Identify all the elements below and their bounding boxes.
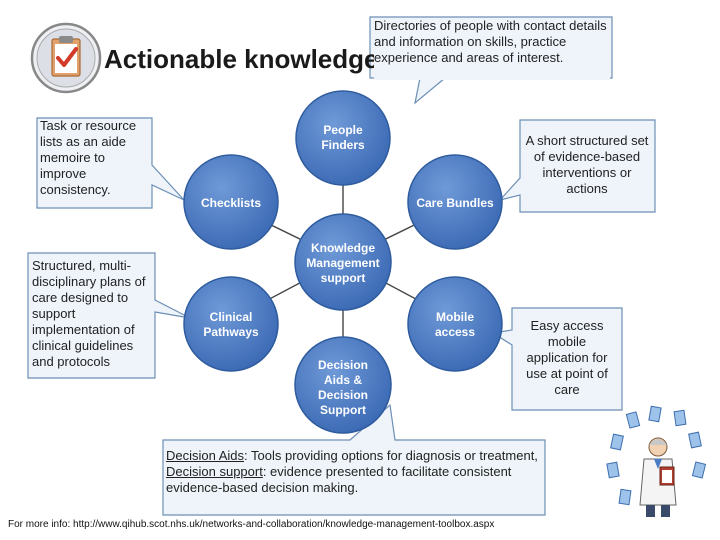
- callout-people-finders-text: Directories of people with contact detai…: [374, 18, 610, 80]
- page-title: Actionable knowledge: [104, 44, 379, 74]
- callout-mobile-access-text: Easy access mobile application for use a…: [526, 318, 608, 397]
- node-care-bundles: Care Bundles: [416, 195, 494, 210]
- decision-support-term: Decision support: [166, 464, 263, 479]
- callout-checklists-text: Task or resource lists as an aide memoir…: [40, 118, 137, 197]
- node-clinical-pathways-circle: [183, 276, 279, 372]
- callout-decision-aids: [162, 403, 546, 516]
- clipboard-check-icon: [30, 22, 102, 94]
- node-care-bundles-circle: [407, 154, 503, 250]
- node-decision-aids: Decision Aids & Decision Support: [317, 358, 368, 417]
- decision-support-desc: : evidence presented to facilitate consi…: [166, 464, 512, 495]
- node-people-finders: People Finders: [321, 123, 365, 152]
- callout-care-bundles: [498, 119, 656, 213]
- callout-clinical-pathways-text: Structured, multi-disciplinary plans of …: [32, 258, 146, 369]
- node-center-circle: [294, 213, 392, 311]
- node-checklists: Checklists: [200, 195, 262, 210]
- node-people-finders-circle: [295, 90, 391, 186]
- callout-clinical-pathways: [27, 252, 191, 379]
- callout-mobile-access: [491, 307, 623, 411]
- node-clinical-pathways: Clinical Pathways: [203, 310, 259, 339]
- node-center: Knowledge Management support: [306, 240, 380, 285]
- callout-decision-aids-text: Decision Aids: Tools providing options f…: [166, 448, 544, 496]
- node-mobile-access: Mobile access: [434, 310, 476, 339]
- callout-care-bundles-text: A short structured set of evidence-based…: [525, 133, 649, 196]
- footer-link-text: For more info: http://www.qihub.scot.nhs…: [8, 519, 495, 530]
- node-mobile-access-circle: [407, 276, 503, 372]
- decision-aids-desc: : Tools providing options for diagnosis …: [244, 448, 538, 463]
- callout-checklists: [36, 117, 185, 209]
- node-checklists-circle: [183, 154, 279, 250]
- node-decision-aids-circle: [294, 336, 392, 434]
- decision-aids-term: Decision Aids: [166, 448, 245, 463]
- doctor-clipart-icon: [606, 405, 707, 517]
